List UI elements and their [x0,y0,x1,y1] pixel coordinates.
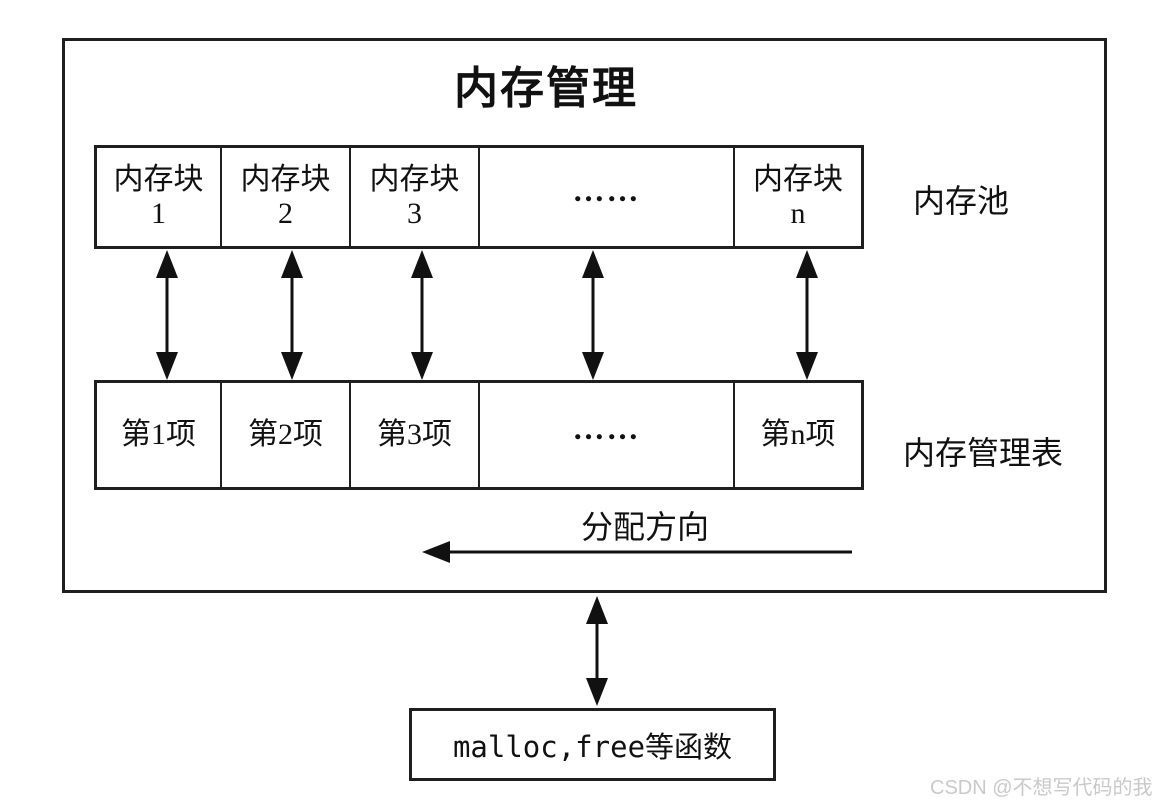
memory-block-1-cell: 内存块 1 [97,148,222,246]
memory-block-2-cell: 内存块 2 [222,148,351,246]
double-arrow-connector-4 [582,250,604,380]
table-item-2-cell: 第2项 [222,383,351,487]
functions-box: malloc,free等函数 [409,708,776,781]
memory-pool-label: 内存池 [913,183,1010,219]
table-item-n-cell: 第n项 [760,417,836,451]
arrow-shaft [591,272,595,358]
arrow-shaft [448,550,852,554]
csdn-watermark: CSDN @不想写代码的我 [930,777,1153,799]
table-item-ellipsis-cell: …… [480,383,735,487]
management-table-row: 第1项 第2项 第3项 …… 第n项 [94,380,864,490]
arrow-shaft [595,618,599,684]
management-table-label: 内存管理表 [903,435,1064,471]
table-item-1-cell: 第1项 [97,383,222,487]
memory-block-n-cell: 内存块 n [753,162,843,231]
double-arrow-connector-1 [156,250,178,380]
arrow-shaft [290,272,294,358]
arrow-shaft [805,272,809,358]
memory-pool-row: 内存块 1 内存块 2 内存块 3 …… 内存块 n [94,145,864,249]
arrow-shaft [420,272,424,358]
double-arrow-connector-functions [586,596,608,706]
memory-block-3-cell: 内存块 3 [351,148,480,246]
arrow-shaft [165,272,169,358]
double-arrow-connector-3 [411,250,433,380]
double-arrow-connector-5 [796,250,818,380]
diagram-title: 内存管理 [454,64,638,113]
allocation-direction-label: 分配方向 [580,509,709,545]
memory-block-ellipsis-cell: …… [480,148,735,246]
table-item-3-cell: 第3项 [351,383,480,487]
functions-box-label: malloc,free等函数 [452,729,733,764]
double-arrow-connector-2 [281,250,303,380]
allocation-direction-left-arrow [422,541,852,563]
